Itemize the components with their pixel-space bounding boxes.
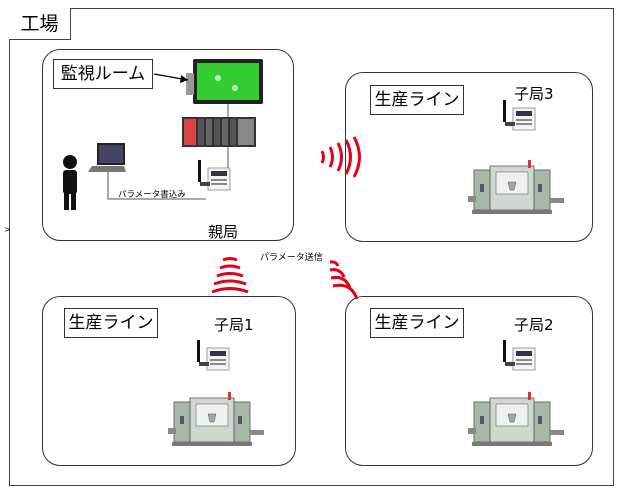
monitor-display-icon xyxy=(186,59,263,104)
person-icon xyxy=(63,155,77,210)
child-station-2-radio-icon xyxy=(502,339,536,371)
child-station-3-label: 子局3 xyxy=(514,85,554,103)
parent-station-label: 親局 xyxy=(208,223,239,241)
edge-marker: > xyxy=(4,225,11,234)
factory-title: 工場 xyxy=(9,8,71,40)
monitor-room-label: 監視ルーム xyxy=(53,59,153,89)
wave-to-line-2 xyxy=(329,260,359,300)
production-line-3-label: 生産ライン xyxy=(370,85,464,115)
wave-to-line-3 xyxy=(320,136,361,178)
wave-to-line-1 xyxy=(211,257,249,294)
factory-frame xyxy=(9,8,614,486)
parent-radio-icon xyxy=(197,159,231,191)
plc-icon xyxy=(182,117,256,147)
production-line-2-label: 生産ライン xyxy=(370,308,464,338)
parameter-write-label: パラメータ書込み xyxy=(118,190,186,200)
child-station-1-radio-icon xyxy=(196,339,230,371)
child-station-1-label: 子局1 xyxy=(214,316,254,334)
line-2-machine-icon xyxy=(467,391,565,447)
child-station-3-radio-icon xyxy=(502,99,536,131)
laptop-icon xyxy=(88,143,126,172)
child-station-2-label: 子局2 xyxy=(514,316,554,334)
production-line-1-label: 生産ライン xyxy=(64,308,158,338)
line-1-machine-icon xyxy=(167,391,265,447)
line-3-machine-icon xyxy=(467,159,565,215)
parameter-send-label: パラメータ送信 xyxy=(260,253,323,263)
